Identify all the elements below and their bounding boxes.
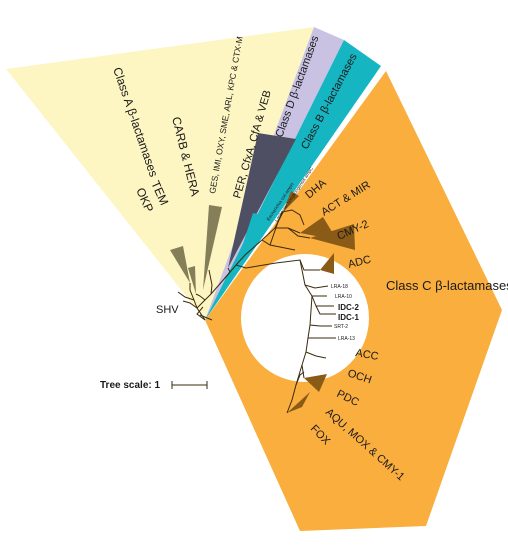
clade-adc [320, 253, 334, 274]
clade-per [228, 133, 296, 268]
clade-ges [203, 205, 222, 290]
acc-label: ACC [354, 347, 379, 363]
adc-label: ADC [347, 254, 372, 271]
class-c-label: Class C β-lactamases [386, 278, 508, 293]
lra18-label: LRA-18 [331, 284, 348, 290]
clade-class-b [236, 213, 266, 265]
center-hub [241, 254, 369, 382]
class-b-wedge [205, 40, 381, 320]
tree-branches [177, 209, 336, 414]
scale-bar [171, 381, 208, 389]
tree-scale-label: Tree scale: 1 [100, 380, 160, 391]
clade-fox [287, 392, 310, 413]
clade-pdc [304, 374, 327, 392]
idc1-label: IDC-1 [338, 313, 359, 322]
srt2-label: SRT-2 [334, 324, 348, 330]
clade-carb [170, 246, 190, 283]
idc2-label: IDC-2 [338, 303, 359, 312]
clade-small-a [188, 266, 196, 294]
lra10-label: LRA-10 [335, 294, 352, 300]
lra13-label: LRA-13 [338, 336, 355, 342]
clade-cmy2 [310, 224, 355, 250]
shv-label: SHV [156, 304, 179, 316]
class-a-wedge [6, 27, 314, 320]
clade-dha [283, 191, 299, 212]
